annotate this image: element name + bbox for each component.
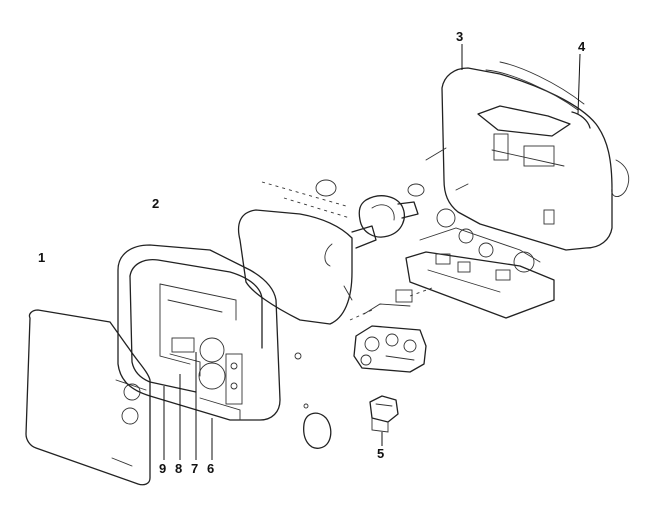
part-front-panel <box>25 309 151 486</box>
callout-5: 5 <box>377 446 384 461</box>
callout-7: 7 <box>191 461 198 476</box>
part-loose-knob <box>303 412 332 449</box>
callout-9: 9 <box>159 461 166 476</box>
leader-lines <box>163 44 581 460</box>
part-main-chassis <box>405 208 555 319</box>
callout-2: 2 <box>152 196 159 211</box>
part-picture-tube <box>237 179 425 325</box>
part-switch <box>369 395 399 433</box>
callout-4: 4 <box>578 39 586 54</box>
callout-labels: 1 2 3 4 5 6 7 8 9 <box>38 29 586 476</box>
callout-8: 8 <box>175 461 182 476</box>
callout-3: 3 <box>456 29 463 44</box>
part-control-board <box>349 289 427 373</box>
part-rear-cabinet <box>425 61 630 251</box>
callout-6: 6 <box>207 461 214 476</box>
part-front-bezel <box>117 244 309 421</box>
callout-1: 1 <box>38 250 45 265</box>
